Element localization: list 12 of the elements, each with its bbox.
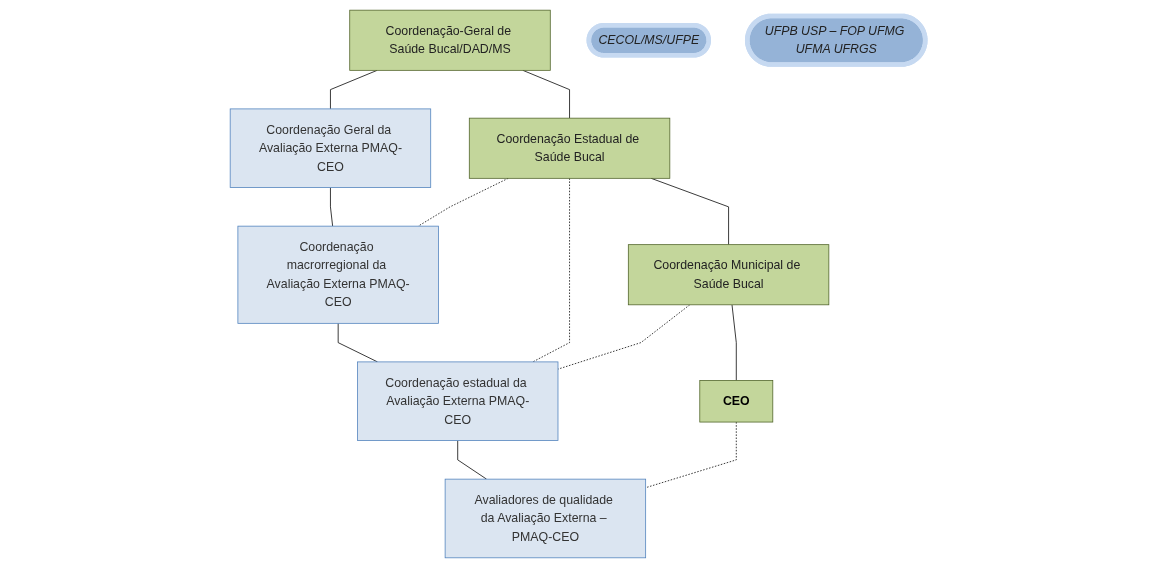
node-box: Coordenação macrorregional da Avaliação Externa PMAQ-CEO bbox=[237, 225, 440, 324]
node-box: Coordenação Estadual de Saúde Bucal bbox=[469, 117, 671, 179]
connector bbox=[731, 304, 737, 381]
connector bbox=[651, 177, 730, 246]
node-box: Coordenação Municipal de Saúde Bucal bbox=[628, 244, 830, 306]
node-box: Coordenação-Geral de Saúde Bucal/DAD/MS bbox=[349, 9, 551, 71]
node-box: CEO bbox=[699, 380, 774, 423]
node-box: Coordenação estadual da Avaliação Externa PMAQ-CEO bbox=[357, 361, 559, 441]
node-box: Avaliadores de qualidade da Avaliação Externa – PMAQ-CEO bbox=[445, 478, 647, 559]
connector bbox=[330, 187, 334, 227]
node-box: Coordenação Geral da Avaliação Externa PMAQ-CEO bbox=[230, 108, 432, 188]
connector bbox=[457, 440, 488, 480]
